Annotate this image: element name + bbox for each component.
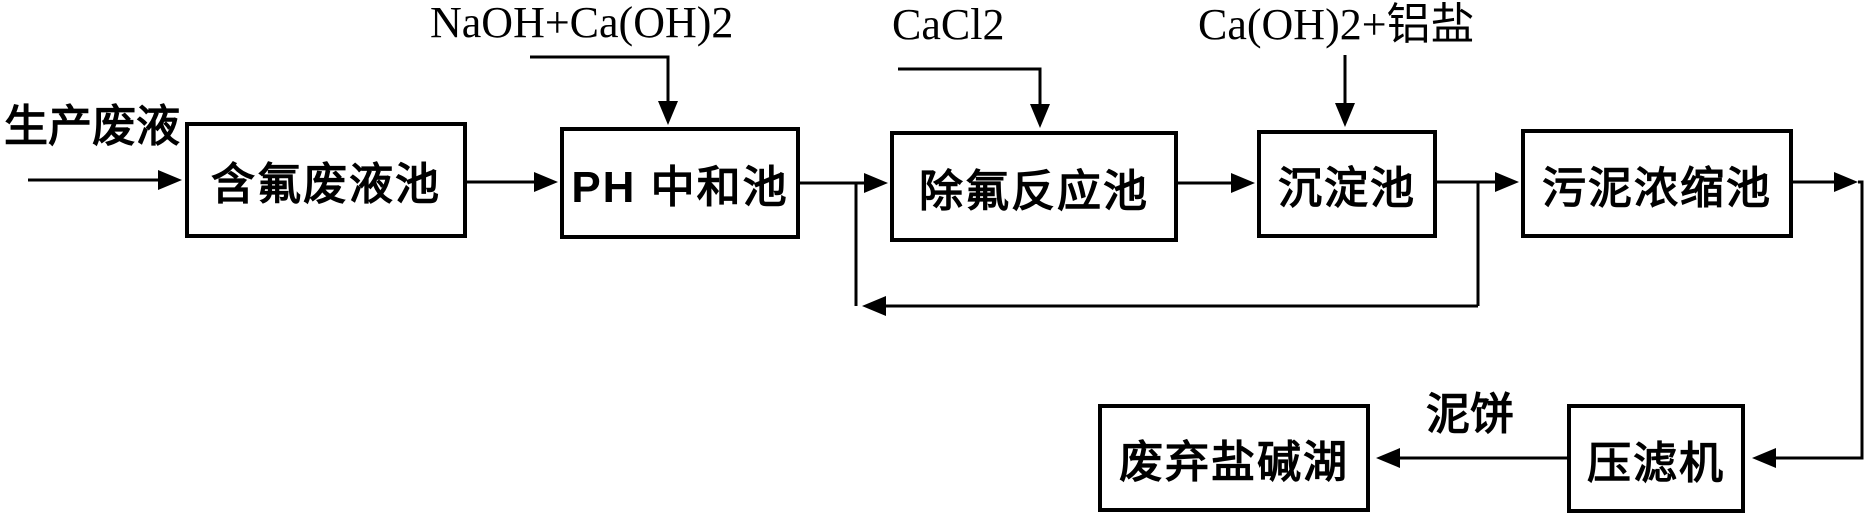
arrowhead-into-reactor xyxy=(864,173,888,193)
production-wastewater-label: 生产废液 xyxy=(4,102,180,151)
arrowhead-naoh-down xyxy=(658,101,678,125)
naoh-caoh2-reagent-label: NaOH+Ca(OH)2 xyxy=(430,0,734,47)
sedimentation-pool-box: 沉淀池 xyxy=(1257,130,1437,238)
arrowhead-recycle-left xyxy=(862,296,886,316)
arrowhead-into-fluoride-pool xyxy=(158,170,182,190)
edge-cacl2-feed xyxy=(898,67,1042,108)
arrowhead-into-lake xyxy=(1376,448,1400,468)
arrowhead-into-thickener xyxy=(1495,172,1519,192)
caoh2-aluminum-salt-reagent-label: Ca(OH)2+铝盐 xyxy=(1198,0,1475,49)
cacl2-reagent-label: CaCl2 xyxy=(892,0,1005,49)
arrowhead-into-sediment xyxy=(1231,173,1255,193)
arrowhead-into-press xyxy=(1752,448,1776,468)
arrowhead-thickener-out xyxy=(1834,172,1858,192)
filter-press-box: 压滤机 xyxy=(1567,404,1745,513)
sludge-thickening-pool-box: 污泥浓缩池 xyxy=(1521,129,1793,238)
arrowhead-into-ph-pool xyxy=(534,172,558,192)
abandoned-salt-lake-box: 废弃盐碱湖 xyxy=(1098,404,1370,512)
arrowhead-cacl2-down xyxy=(1030,104,1050,128)
defluorination-reactor-box: 除氟反应池 xyxy=(890,131,1178,242)
edge-thickener-to-press xyxy=(1774,180,1864,460)
mud-cake-label: 泥饼 xyxy=(1426,390,1514,439)
ph-neutralization-pool-box: PH 中和池 xyxy=(560,127,800,239)
edge-naoh-feed xyxy=(530,55,670,104)
fluoride-waste-pool-box: 含氟废液池 xyxy=(185,122,467,238)
arrowhead-caoh-al-down xyxy=(1335,103,1355,127)
